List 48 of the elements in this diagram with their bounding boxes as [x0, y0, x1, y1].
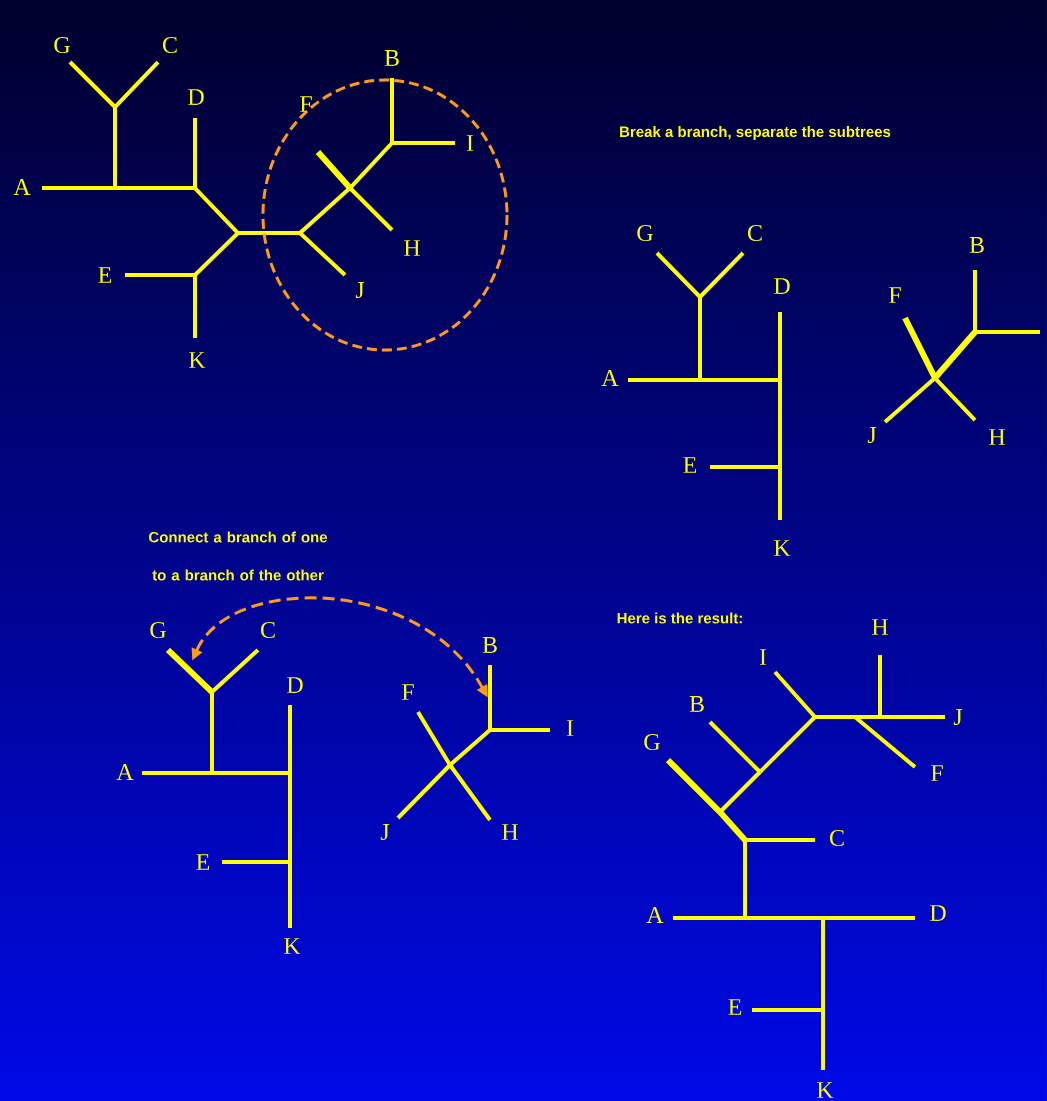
leaf-label: A [646, 907, 664, 923]
leaf-label: D [287, 677, 303, 693]
leaf-label: H [872, 619, 888, 635]
leaf-label: K [284, 938, 301, 954]
leaf-label: K [189, 352, 206, 368]
leaf-label: J [953, 709, 963, 725]
leaf-label: I [466, 135, 474, 151]
leaf-label: E [683, 457, 697, 473]
leaf-label: F [402, 684, 414, 700]
leaf-label: F [889, 287, 901, 303]
leaf-label: E [98, 267, 112, 283]
leaf-label: H [404, 240, 420, 256]
leaf-label: D [930, 905, 946, 921]
leaf-label: E [196, 854, 210, 870]
leaf-label: C [748, 224, 762, 242]
leaf-label: J [380, 824, 390, 840]
leaf-label: B [969, 237, 984, 253]
leaf-label: G [150, 621, 166, 639]
leaf-label: C [830, 829, 844, 847]
tree-branch [488, 665, 492, 730]
leaf-label: G [54, 36, 70, 54]
instruction-text: Break a branch, separate the subtrees [620, 126, 891, 140]
instruction-text: Here is the result: [617, 612, 742, 624]
tree-branch [165, 647, 215, 695]
leaf-label: B [689, 696, 704, 712]
leaf-label: E [728, 999, 742, 1015]
leaf-label: J [355, 282, 365, 298]
leaf-label: G [644, 733, 660, 751]
leaf-label: D [774, 278, 790, 294]
leaf-label: H [502, 824, 518, 840]
leaf-label: C [261, 621, 275, 639]
leaf-label: B [482, 637, 497, 653]
leaf-label: F [931, 765, 943, 781]
leaf-label: A [13, 179, 31, 195]
leaf-label: A [116, 764, 134, 780]
leaf-label: A [601, 370, 619, 386]
leaf-label: C [163, 36, 177, 54]
leaf-label: B [384, 50, 399, 66]
leaf-label: D [188, 89, 204, 105]
leaf-label: I [566, 720, 574, 736]
leaf-label: F [300, 96, 312, 112]
leaf-label: G [637, 224, 653, 242]
leaf-label: K [774, 540, 791, 556]
leaf-label: H [989, 429, 1005, 445]
instruction-text: Connect a branch of one to a branch of the other [149, 531, 328, 581]
leaf-label: I [759, 649, 767, 665]
leaf-label: J [867, 427, 877, 443]
leaf-label: K [817, 1082, 834, 1098]
